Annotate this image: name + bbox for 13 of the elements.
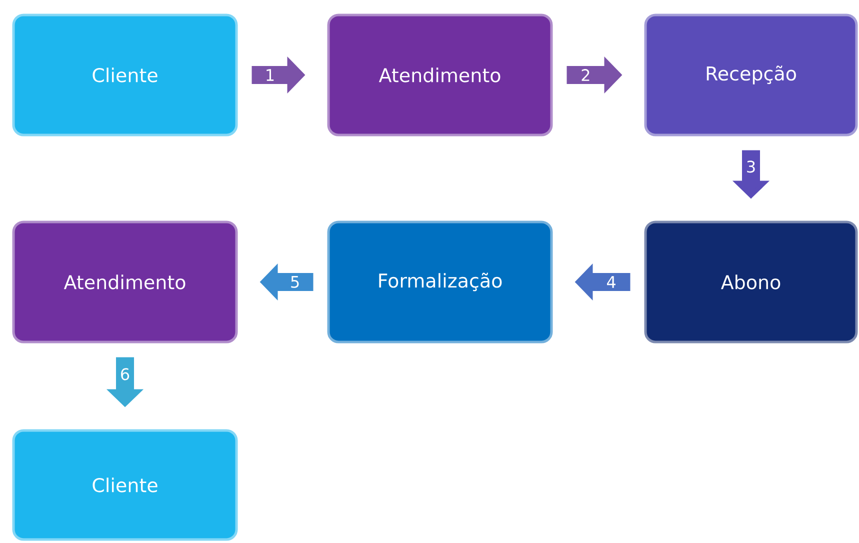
process-box: Atendimento [327,14,553,136]
edge-label: 2 [582,69,590,81]
edge-label: 1 [266,69,274,81]
process-box: Abono [644,220,858,344]
edge-label: 4 [607,276,616,288]
process-box: Recepção [644,14,858,136]
edge-label: 3 [747,160,755,173]
edge-label: 5 [291,276,299,288]
process-box: Formalização [327,220,553,344]
process-box: Cliente [12,14,238,136]
process-box: Cliente [12,429,238,541]
process-box: Atendimento [12,220,238,344]
edge-label: 6 [121,368,130,380]
